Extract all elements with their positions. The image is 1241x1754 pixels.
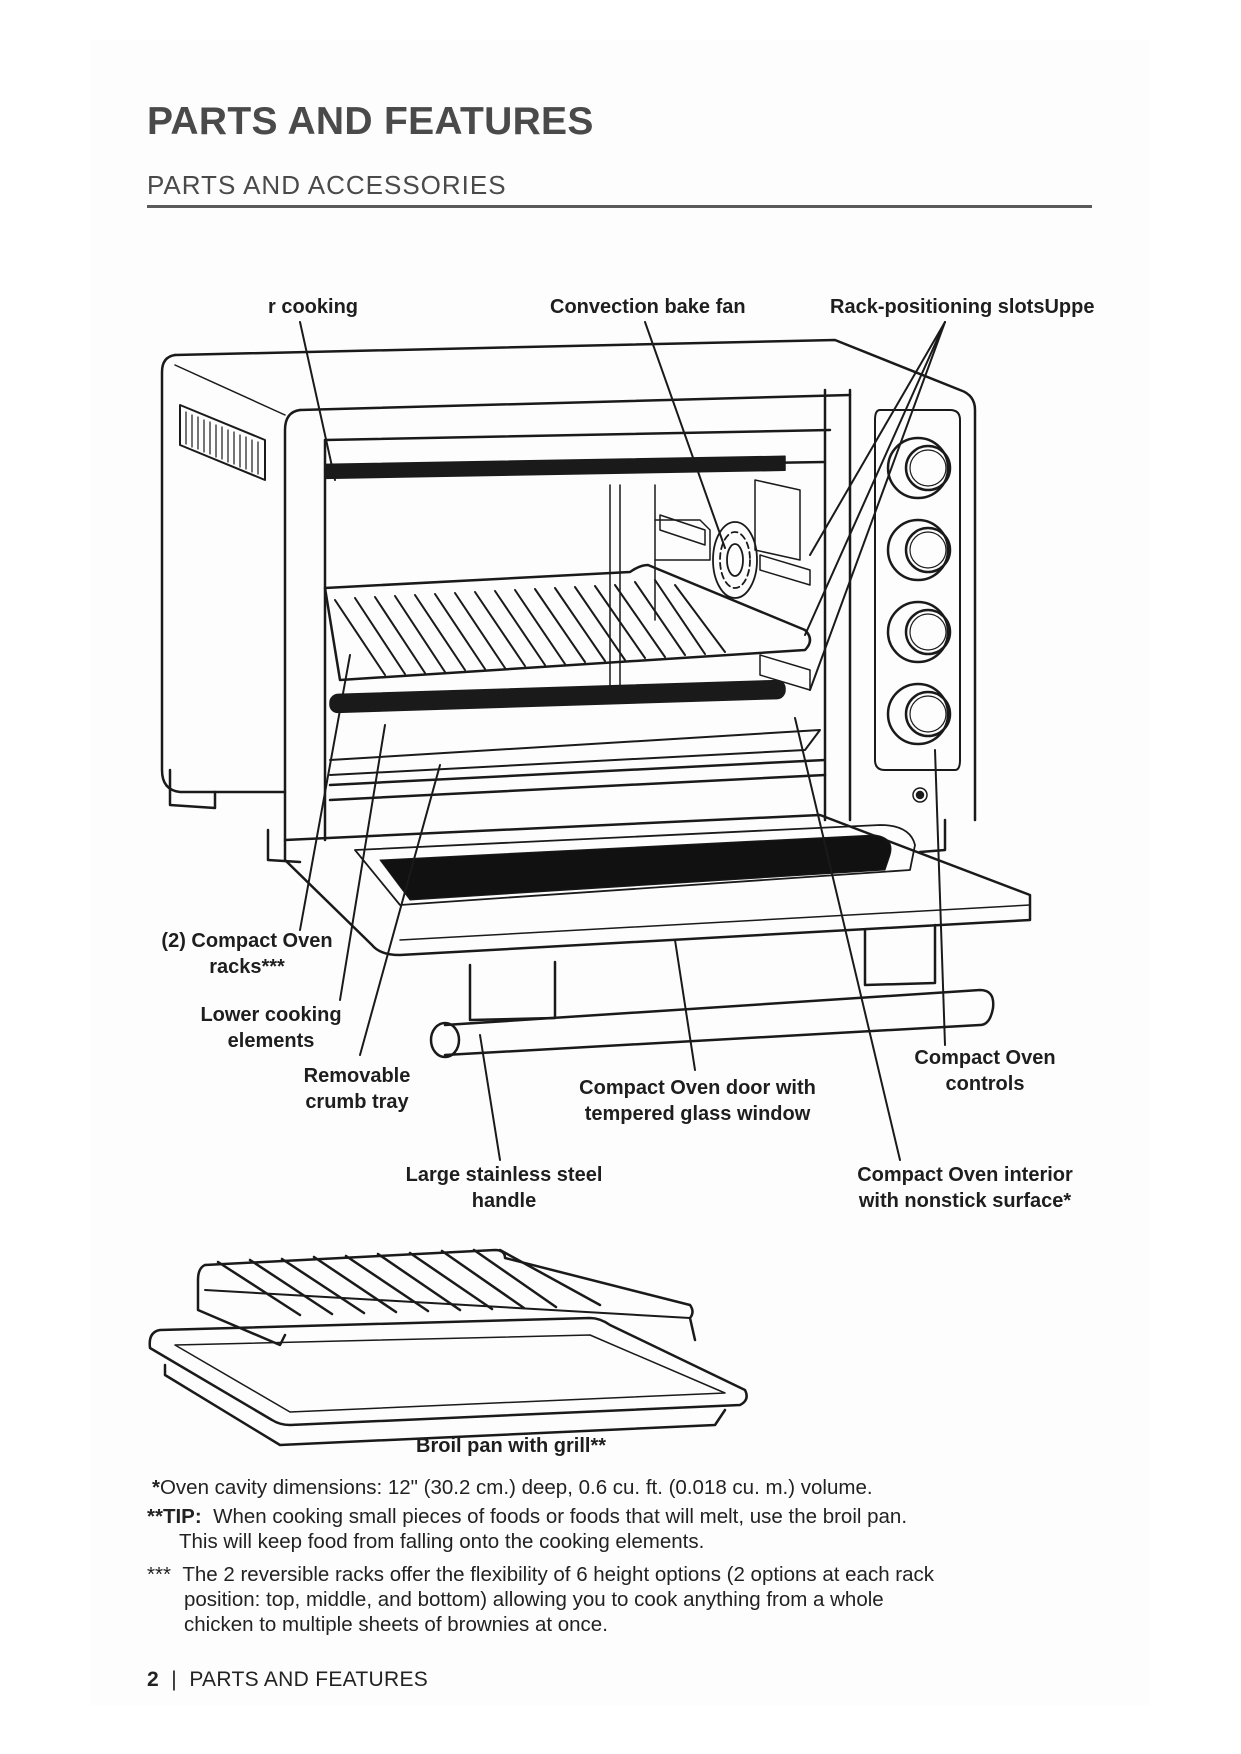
label-interior: Compact Oven interior with nonstick surf… — [857, 1164, 1073, 1212]
footnote-tip: **TIP: When cooking small pieces of food… — [147, 1505, 908, 1553]
convection-fan-icon — [712, 521, 758, 599]
oven-body — [160, 338, 977, 864]
oven-back-wall — [609, 479, 811, 691]
header-rule — [147, 205, 1092, 208]
footnote-dimensions: *Oven cavity dimensions: 12" (30.2 cm.) … — [152, 1476, 873, 1499]
control-knob-icon — [886, 682, 952, 746]
label-door: Compact Oven door with tempered glass wi… — [579, 1077, 816, 1125]
control-knob-icon — [886, 518, 952, 582]
callout-leader-lines — [299, 321, 946, 1161]
door-handle — [429, 988, 995, 1059]
control-knob-icon — [886, 600, 952, 664]
oven-door — [283, 813, 1032, 1022]
upper-heating-element — [324, 455, 786, 480]
label-convection-fan: Convection bake fan — [550, 296, 746, 318]
label-racks: (2) Compact Oven racks*** — [161, 930, 333, 978]
side-vent-icon — [179, 404, 266, 481]
label-handle: Large stainless steel handle — [405, 1164, 603, 1212]
oven-rack — [323, 563, 812, 682]
label-rack-slots: Rack-positioning slotsUppe — [830, 296, 1095, 318]
label-broil-pan: Broil pan with grill** — [416, 1435, 607, 1457]
power-indicator-icon — [912, 787, 928, 803]
label-controls: Compact Oven controls — [914, 1047, 1056, 1095]
page-title: PARTS AND FEATURES — [147, 100, 594, 143]
label-upper-cooking: r cooking — [268, 296, 359, 318]
broil-pan-illustration — [148, 1248, 748, 1447]
footnote-racks: *** The 2 reversible racks offer the fle… — [147, 1563, 935, 1636]
page-footer: 2 | PARTS AND FEATURES — [147, 1668, 429, 1691]
label-lower-elements: Lower cooking elements — [200, 1004, 342, 1052]
crumb-tray — [328, 729, 827, 802]
lower-heating-element — [329, 679, 786, 714]
control-knob-icon — [886, 436, 952, 500]
control-panel — [874, 409, 961, 803]
footer-section: PARTS AND FEATURES — [189, 1668, 429, 1691]
label-crumb-tray: Removable crumb tray — [303, 1065, 411, 1113]
section-subtitle: PARTS AND ACCESSORIES — [147, 170, 507, 200]
page-number: 2 — [147, 1668, 159, 1691]
